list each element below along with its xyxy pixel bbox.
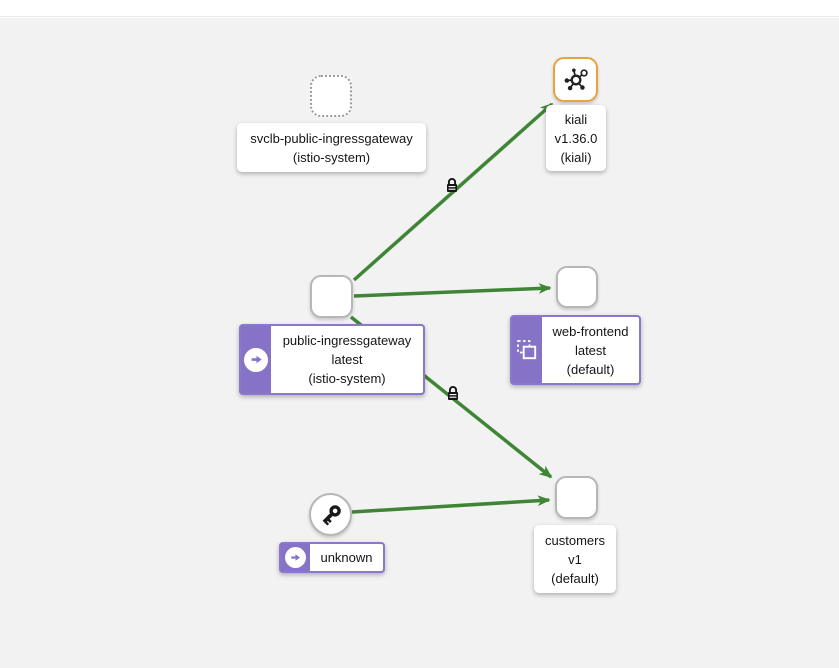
node-unknown[interactable] <box>309 493 352 536</box>
node-kiali[interactable] <box>553 57 598 102</box>
node-public-ingressgateway[interactable] <box>310 275 353 318</box>
badge-strip <box>281 544 310 571</box>
edge-public-ingressgateway-to-web-frontend[interactable] <box>353 283 552 298</box>
traffic-source-arrow-icon <box>244 347 268 372</box>
node-label-web-frontend[interactable]: web-frontend latest (default) <box>510 315 641 385</box>
badge-strip <box>241 326 271 393</box>
label-line: v1 <box>568 551 582 567</box>
mtls-lock-icon <box>447 178 457 192</box>
top-bar <box>0 0 839 17</box>
label-line: (default) <box>566 361 615 377</box>
node-label-public-ingressgateway[interactable]: public-ingressgateway latest (istio-syst… <box>239 324 425 395</box>
label-line: (istio-system) <box>292 149 371 165</box>
key-icon <box>322 504 341 526</box>
label-line: kiali <box>564 111 588 127</box>
node-customers[interactable] <box>555 476 598 519</box>
graph-canvas[interactable]: svclb-public-ingressgateway (istio-syste… <box>0 18 839 668</box>
label-line: unknown <box>320 550 373 565</box>
badge-strip <box>512 317 542 383</box>
label-line: (kiali) <box>560 149 592 165</box>
node-svclb-public-ingressgateway[interactable] <box>310 75 352 117</box>
traffic-source-arrow-icon <box>285 547 306 568</box>
overlapping-squares-icon <box>517 340 537 360</box>
node-label-svclb-public-ingressgateway[interactable]: svclb-public-ingressgateway (istio-syste… <box>237 123 426 172</box>
label-line: (default) <box>551 570 599 586</box>
mtls-lock-icon <box>448 386 458 400</box>
label-line: (istio-system) <box>308 371 386 386</box>
node-label-customers[interactable]: customers v1 (default) <box>534 525 616 593</box>
node-label-unknown[interactable]: unknown <box>279 542 385 573</box>
label-line: public-ingressgateway <box>282 333 412 348</box>
label-line: svclb-public-ingressgateway <box>250 130 413 146</box>
edge-unknown-to-customers[interactable] <box>351 495 551 514</box>
node-web-frontend[interactable] <box>556 266 598 308</box>
label-line: latest <box>331 352 363 367</box>
label-line: latest <box>574 342 607 358</box>
topology-icon <box>564 67 588 90</box>
label-line: customers <box>545 532 605 548</box>
node-label-kiali[interactable]: kiali v1.36.0 (kiali) <box>546 105 606 171</box>
label-line: web-frontend <box>552 323 629 339</box>
label-line: v1.36.0 <box>554 130 598 146</box>
